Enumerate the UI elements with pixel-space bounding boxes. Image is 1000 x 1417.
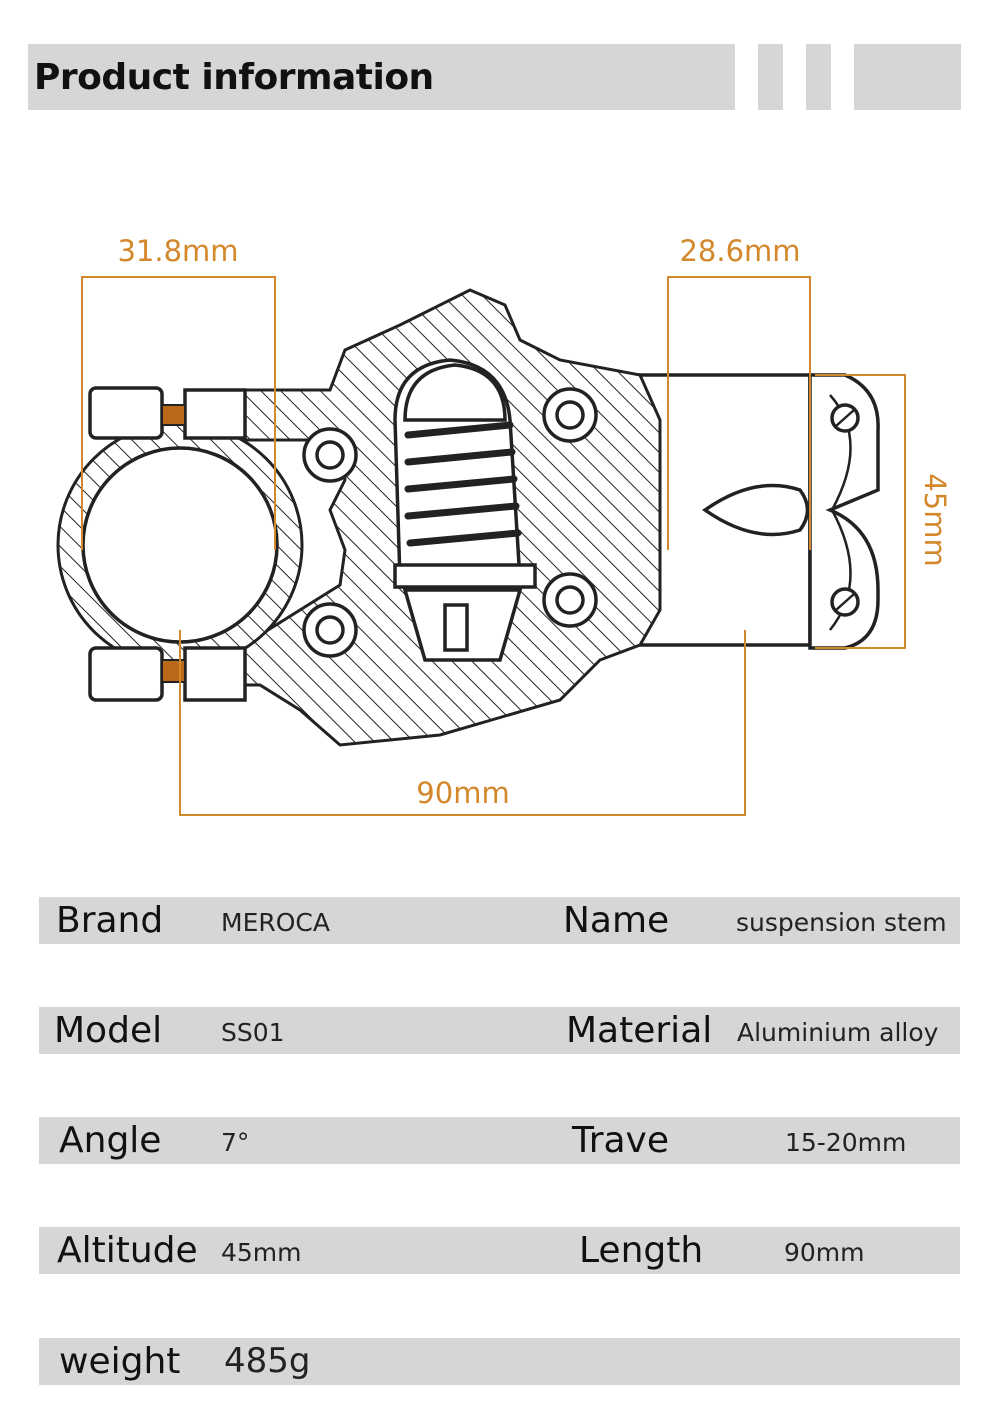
spec-label: Length [579,1230,704,1271]
spec-label: Trave [572,1120,670,1161]
spec-label: Material [566,1010,713,1051]
spec-row: Model SS01 Material Aluminium alloy [39,1007,960,1054]
spec-label: Brand [56,900,164,941]
spec-value: 7° [221,1128,250,1157]
spec-label: weight [59,1341,181,1382]
spec-row: weight 485g [39,1338,960,1385]
spec-value: 90mm [784,1238,865,1267]
spec-value: 45mm [221,1238,302,1267]
stem-technical-drawing: 31.8mm 28.6mm 45mm 90mm [56,234,952,816]
bar-clamp [56,386,304,702]
spec-label: Angle [59,1120,162,1161]
spec-row: Angle 7° Trave 15-20mm [39,1117,960,1164]
dimension-lines [81,276,906,816]
steerer-diameter-label: 28.6mm [679,234,800,268]
header-stripe [758,44,783,110]
pivot-bolts [302,387,598,658]
header-stripe [854,44,961,110]
steerer-clamp [638,373,880,650]
spec-value: MEROCA [221,908,330,937]
spec-row: Brand MEROCA Name suspension stem [39,897,960,944]
page-title: Product information [34,57,434,98]
spec-label: Model [54,1010,163,1051]
stack-height-label: 45mm [918,473,952,566]
spec-label: Name [563,900,670,941]
clamp-diameter-label: 31.8mm [117,234,238,268]
spec-row: Altitude 45mm Length 90mm [39,1227,960,1274]
spec-value: 485g [224,1341,311,1381]
header-bar [28,44,735,110]
spec-value: suspension stem [736,908,947,937]
spring [393,363,537,662]
spec-label: Altitude [57,1230,198,1271]
spec-value: 15-20mm [785,1128,907,1157]
header-stripe [806,44,831,110]
spec-value: SS01 [221,1018,285,1047]
length-label: 90mm [416,776,509,810]
spec-value: Aluminium alloy [737,1018,939,1047]
